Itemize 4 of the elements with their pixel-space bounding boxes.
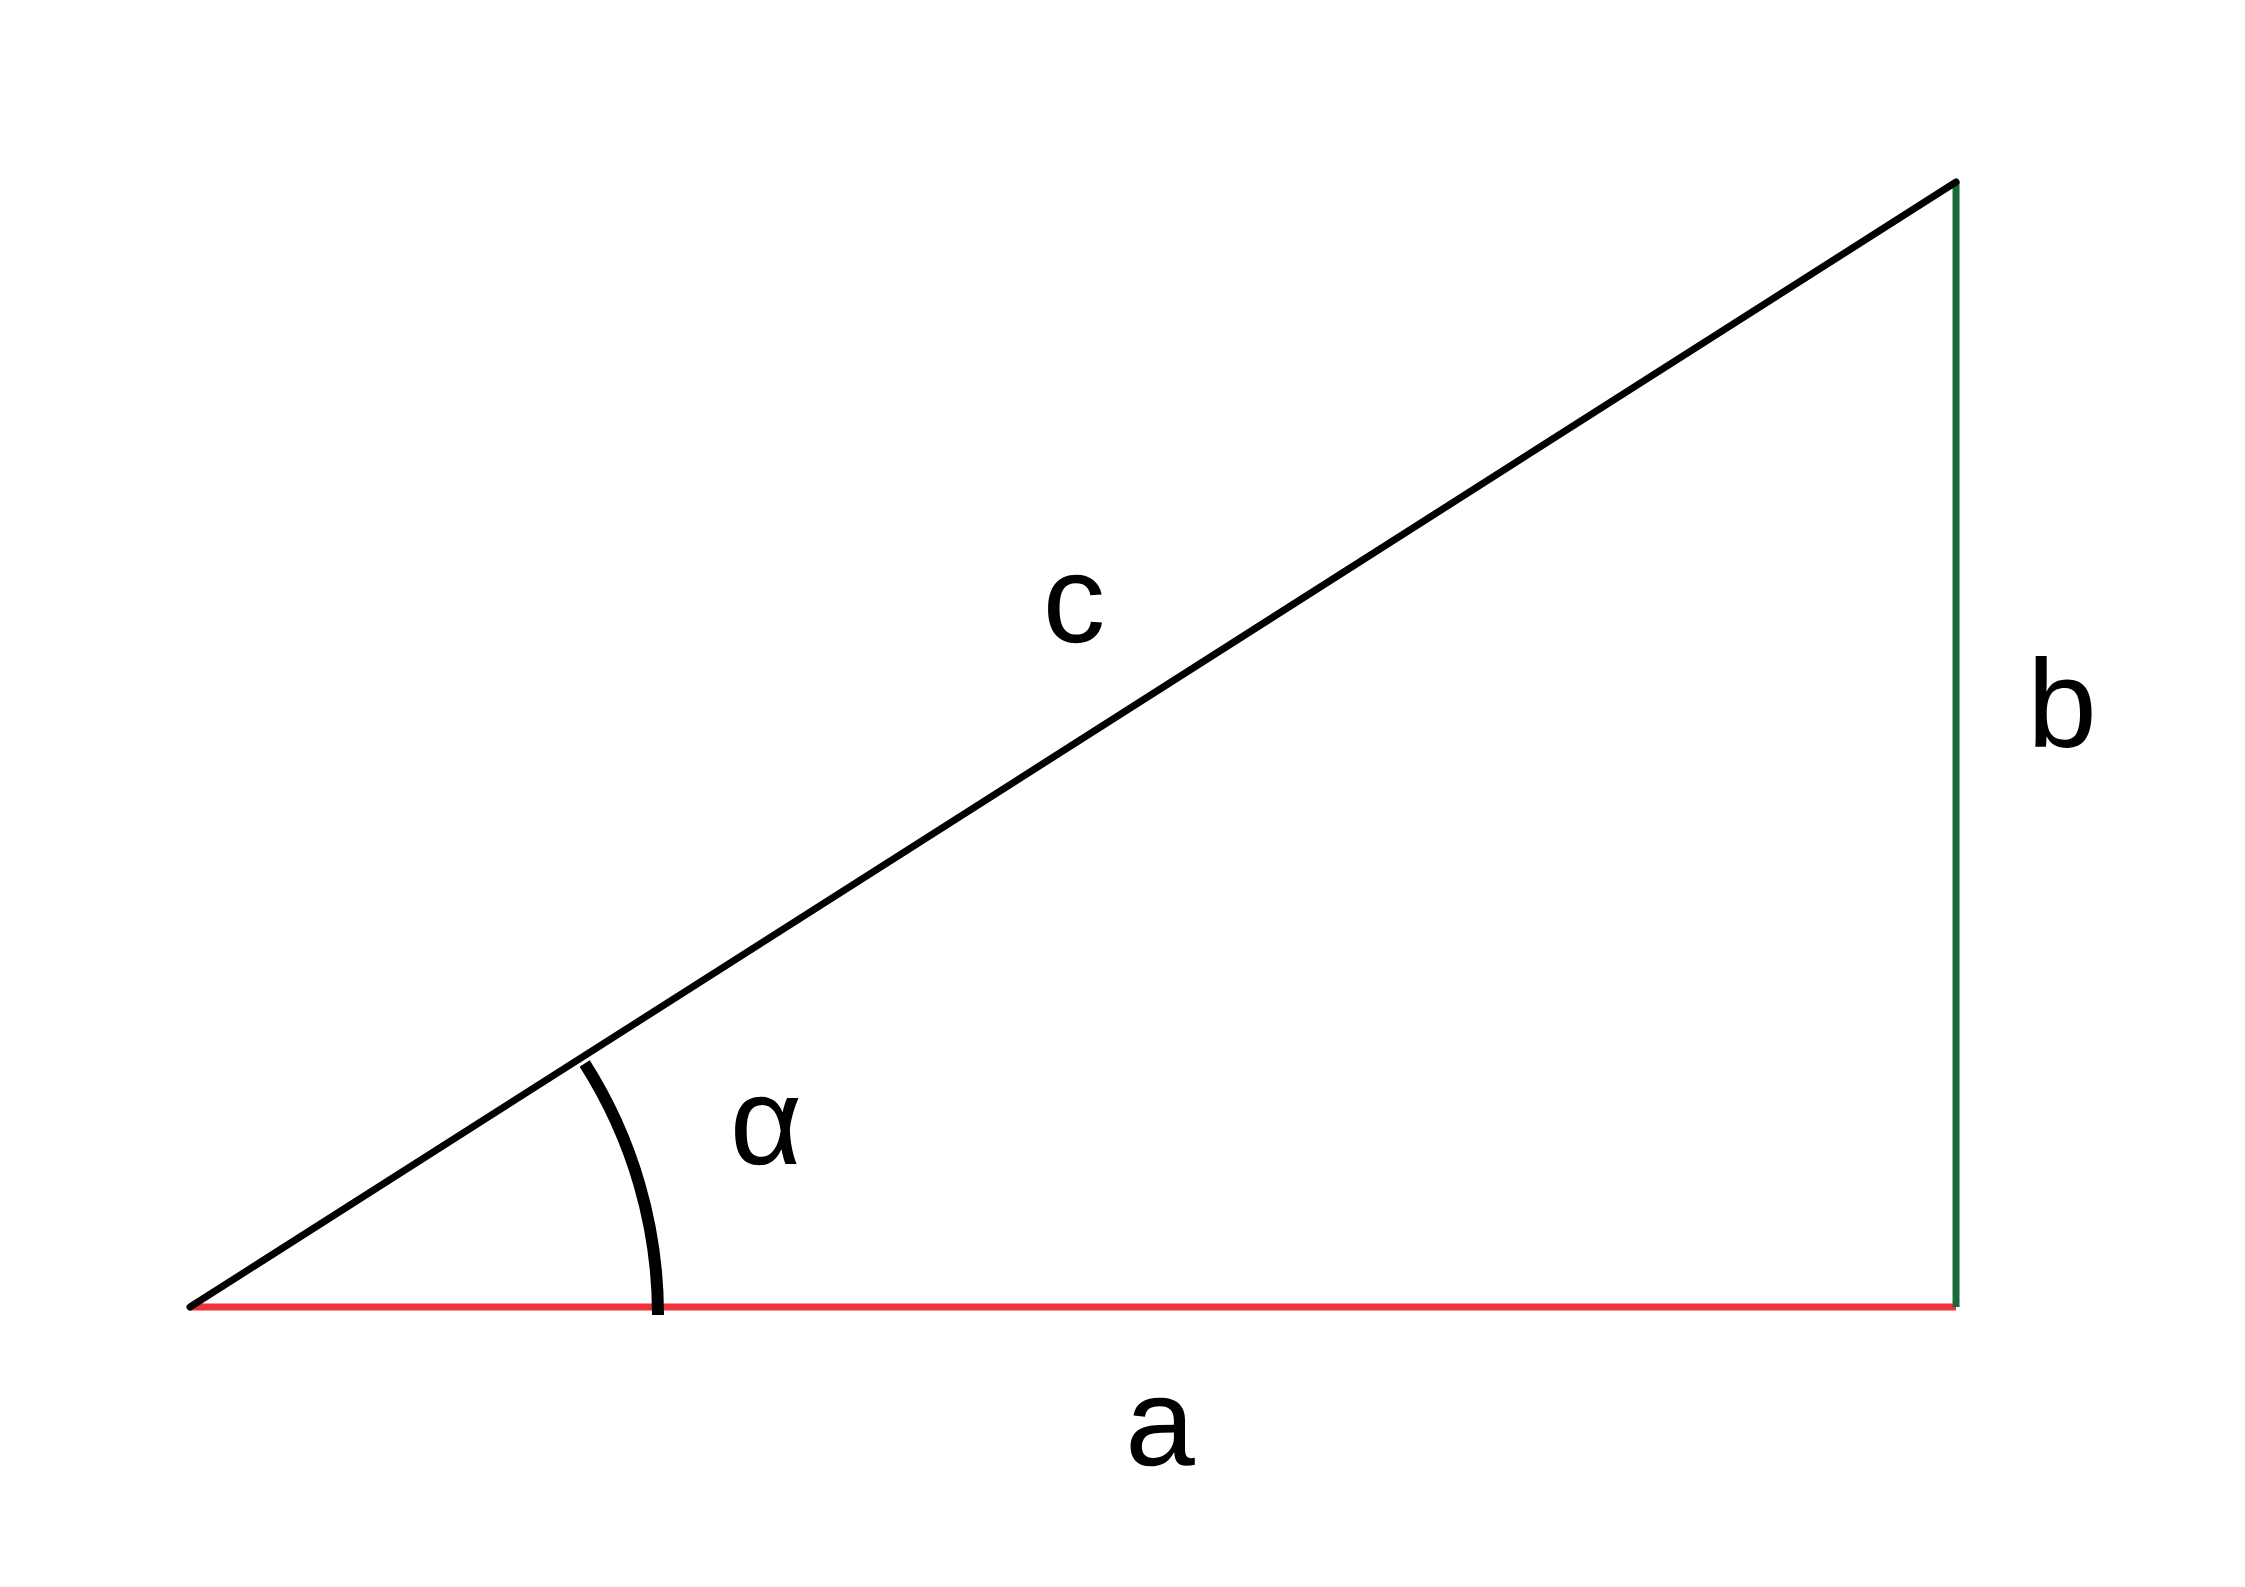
side-label: b	[2035, 656, 2092, 748]
side-label: a	[1130, 1397, 1195, 1467]
angle-label: α	[735, 1096, 799, 1166]
side-label: c	[1048, 574, 1102, 644]
